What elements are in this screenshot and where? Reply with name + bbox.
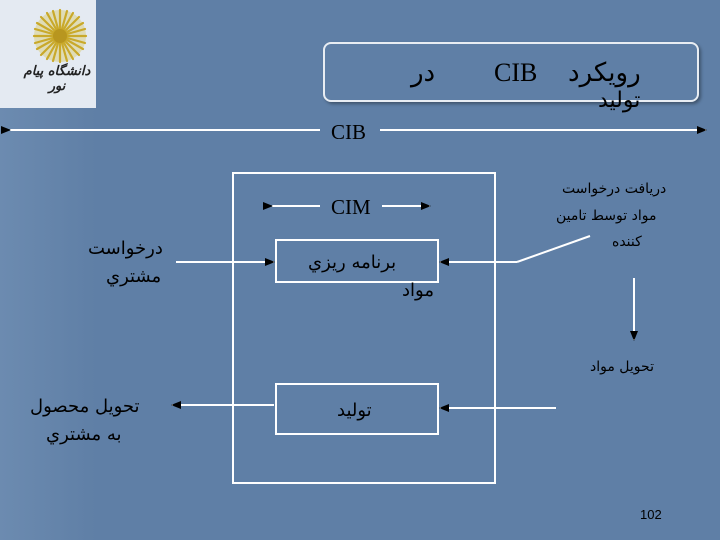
delivery-label-line1: تحويل محصول (30, 396, 140, 417)
title-word-ravikard: رويكرد (568, 58, 641, 88)
customer-request-line1: درخواست (88, 238, 163, 259)
mrp-label-line1: برنامه ريزي (308, 252, 397, 273)
supplier-label-line2: مواد توسط تامين (556, 208, 657, 224)
customer-request-line2: مشتري (106, 266, 162, 287)
university-emblem-icon (32, 8, 88, 64)
mrp-box (275, 239, 439, 283)
title-word-dar: در (411, 58, 436, 88)
mrp-label-line2: مواد (402, 280, 434, 301)
production-label: توليد (337, 400, 372, 421)
title-word-cib: CIB (494, 58, 538, 87)
title-word-tolid: توليد (598, 88, 641, 113)
university-name: دانشگاه پیام نور (23, 64, 91, 94)
title-box (323, 42, 699, 102)
cim-frame (232, 172, 496, 484)
material-delivery-label: تحويل مواد (590, 359, 654, 375)
supplier-label-line3: كننده (612, 234, 642, 250)
supplier-connector (516, 235, 591, 263)
page-number: 102 (640, 507, 662, 522)
production-box (275, 383, 439, 435)
delivery-label-line2: به مشتري (46, 424, 122, 445)
cim-label: CIM (331, 195, 371, 219)
supplier-label-line1: دريافت درخواست (562, 181, 667, 197)
logo-panel: دانشگاه پیام نور (0, 0, 96, 108)
side-strip (0, 108, 96, 540)
cib-label: CIB (331, 120, 367, 144)
